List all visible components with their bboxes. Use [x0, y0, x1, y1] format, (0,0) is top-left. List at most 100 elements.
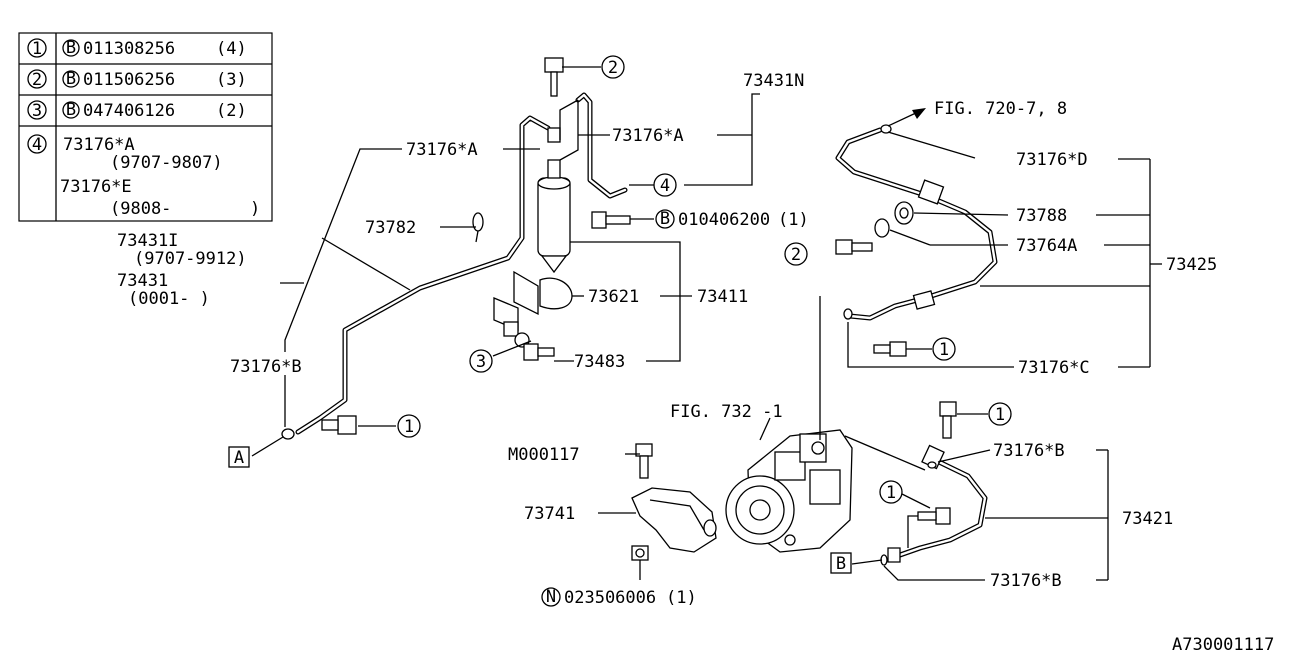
label-023506006-qty: (1) — [666, 588, 697, 608]
legend-row-2-prefix: B — [66, 69, 76, 89]
label-73176B-left: 73176*B — [230, 357, 302, 377]
legend-row-1-number: 1 — [32, 39, 42, 59]
ref-box-a: A — [228, 446, 250, 468]
bolt-1-lower-b — [917, 507, 951, 525]
label-73741: 73741 — [524, 504, 575, 524]
leaders-right-upper — [847, 131, 1162, 368]
label-73621: 73621 — [588, 287, 639, 307]
legend-row-4-line1: 73176*A — [63, 135, 135, 155]
bushing-73788 — [894, 201, 914, 225]
label-023506006: 023506006 — [564, 588, 656, 608]
legend-row-2-qty: (3) — [216, 70, 247, 90]
callout-3-number: 3 — [476, 352, 486, 372]
liquid-line-pipe — [295, 115, 551, 435]
legend-row-4-line4: (9808- — [110, 199, 171, 219]
prefix-b-label: B — [660, 209, 670, 229]
pipe-73431N — [575, 92, 628, 199]
leaders-right-lower — [598, 296, 1109, 581]
receiver-drier — [537, 99, 579, 274]
label-73176D: 73176*D — [1016, 150, 1088, 170]
legend-row-4-line3: 73176*E — [60, 177, 132, 197]
legend-row-1-prefix: B — [66, 38, 76, 58]
bolt-b010406200 — [591, 211, 631, 229]
legend-row-2-part: 011506256 — [83, 70, 175, 90]
hose-73425 — [835, 127, 998, 321]
legend-row-4-line2: (9707-9807) — [110, 153, 223, 173]
leaders-left — [251, 66, 760, 457]
label-010406200-qty: (1) — [778, 210, 809, 230]
label-73176A-right: 73176*A — [612, 126, 684, 146]
label-73176B-right-top: 73176*B — [993, 441, 1065, 461]
legend-row-2: 2 B 011506256 (3) — [27, 69, 247, 90]
callout-4: 4 — [653, 173, 677, 197]
bolt-top — [544, 57, 564, 97]
callout-1-left-number: 1 — [404, 417, 414, 437]
label-73425: 73425 — [1166, 255, 1217, 275]
bolt-73483 — [523, 343, 555, 361]
label-73421: 73421 — [1122, 509, 1173, 529]
nut-023506006 — [631, 545, 649, 561]
bolt-1-lower-a — [939, 401, 957, 439]
hose-fittings-upper — [843, 124, 945, 320]
callout-1-lower-top: 1 — [988, 402, 1012, 426]
callout-2-top: 2 — [601, 55, 625, 79]
legend-row-1-part: 011308256 — [83, 39, 175, 59]
bolt-m000117 — [635, 443, 653, 479]
prefix-n-label: N — [546, 587, 556, 607]
legend-row-4-line4-close: ) — [250, 199, 260, 219]
label-73788: 73788 — [1016, 206, 1067, 226]
o-ring-lower — [927, 461, 937, 469]
legend-row-3-part: 047406126 — [83, 101, 175, 121]
callout-1-lower-top-number: 1 — [995, 405, 1005, 425]
hose-73421-fittings — [880, 444, 945, 566]
label-73176A-left: 73176*A — [406, 140, 478, 160]
label-73782: 73782 — [365, 218, 416, 238]
legend-row-4-number: 4 — [32, 135, 42, 155]
bracket-73741 — [631, 487, 717, 553]
prefix-n-023506006: N — [541, 587, 561, 607]
label-73431-range: (0001- ) — [128, 289, 210, 309]
label-73431I-range: (9707-9912) — [134, 249, 247, 269]
label-73764A: 73764A — [1016, 236, 1077, 256]
label-73431I: 73431I — [117, 231, 178, 251]
callout-3: 3 — [469, 349, 493, 373]
arrow-fig-720 — [887, 108, 926, 127]
bolt-2-right — [835, 239, 873, 255]
label-m000117: M000117 — [508, 445, 580, 465]
legend-row-3-number: 3 — [32, 101, 42, 121]
callout-4-number: 4 — [660, 176, 670, 196]
callout-1-upper-right-number: 1 — [939, 340, 949, 360]
label-73431N: 73431N — [743, 71, 804, 91]
ref-box-b: B — [830, 552, 852, 574]
label-73431: 73431 — [117, 271, 168, 291]
label-73176C: 73176*C — [1018, 358, 1090, 378]
legend-row-1-qty: (4) — [216, 39, 247, 59]
callout-1-lower-mid: 1 — [879, 480, 903, 504]
ref-box-a-label: A — [234, 448, 244, 468]
legend-row-4: 4 73176*A (9707-9807) 73176*E (9808- ) — [27, 134, 260, 219]
diagram-code: A730001117 — [1172, 635, 1274, 653]
legend-table: 1 B 011308256 (4) 2 B 011506256 (3) 3 B … — [18, 32, 273, 222]
legend-row-2-number: 2 — [32, 70, 42, 90]
label-73483: 73483 — [574, 352, 625, 372]
o-ring-left — [281, 428, 295, 440]
label-fig-732: FIG. 732 -1 — [670, 402, 783, 422]
label-fig-720: FIG. 720-7, 8 — [934, 99, 1067, 119]
callout-1-lower-mid-number: 1 — [886, 483, 896, 503]
ref-box-b-label: B — [836, 554, 846, 574]
bracket-73621 — [493, 270, 573, 331]
legend-row-3-qty: (2) — [216, 101, 247, 121]
legend-row-1: 1 B 011308256 (4) — [27, 38, 247, 59]
prefix-b-010406200: B — [655, 209, 675, 229]
hose-73421 — [897, 457, 988, 558]
callout-1-upper-right: 1 — [932, 337, 956, 361]
callout-2-top-number: 2 — [608, 58, 618, 78]
callout-2-right-number: 2 — [791, 245, 801, 265]
label-010406200: 010406200 — [678, 210, 770, 230]
label-73411: 73411 — [697, 287, 748, 307]
bolt-1-upper — [873, 341, 907, 357]
callout-2-right: 2 — [784, 242, 808, 266]
legend-row-3: 3 B 047406126 (2) — [27, 100, 247, 121]
legend-row-3-prefix: B — [66, 100, 76, 120]
